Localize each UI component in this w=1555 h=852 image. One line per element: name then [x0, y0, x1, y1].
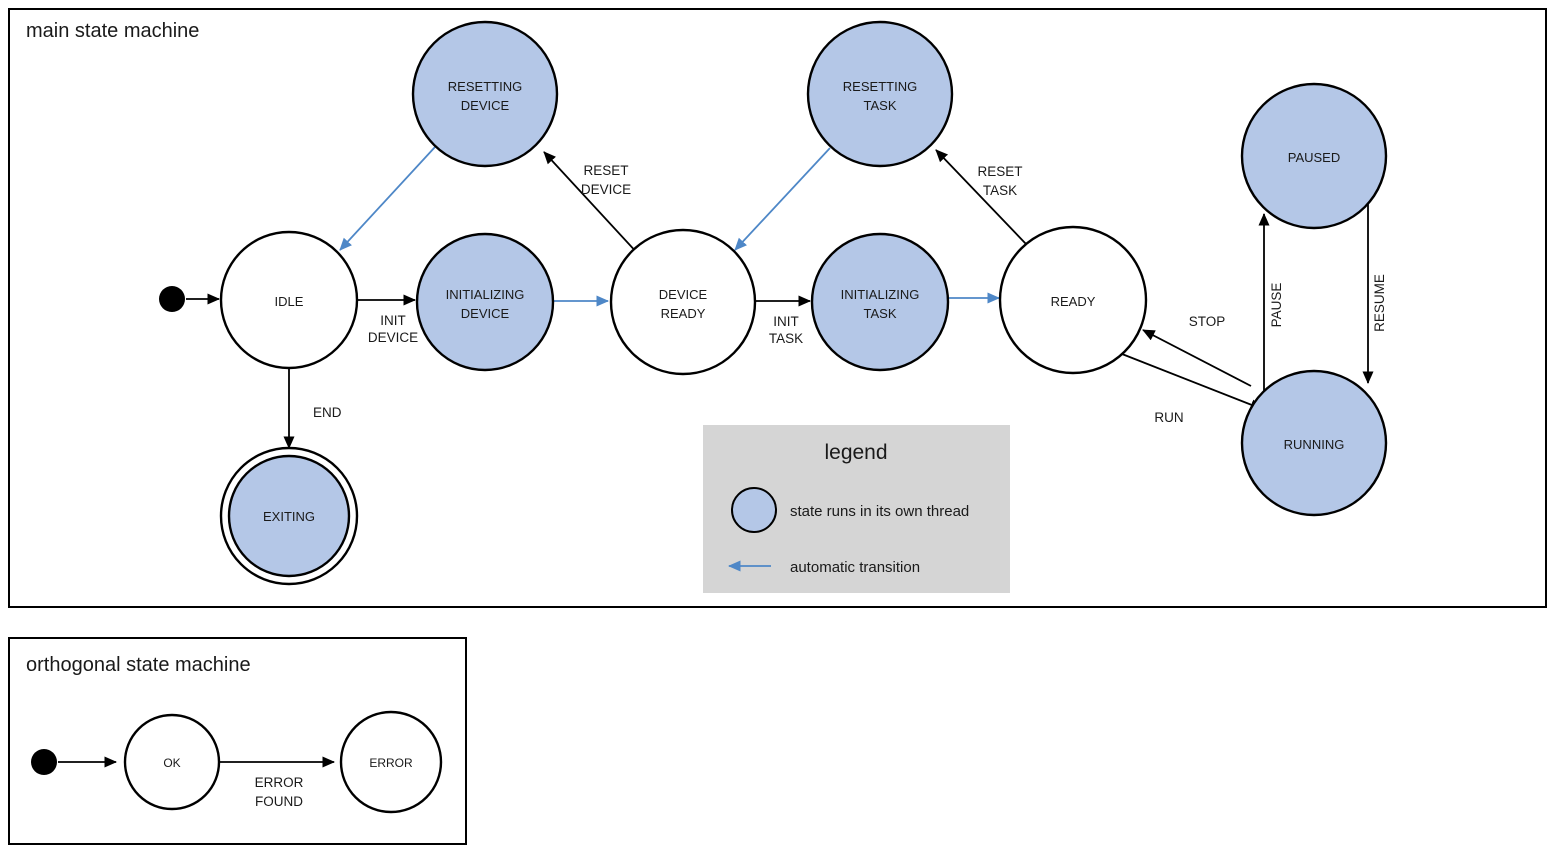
state-circle-device-ready[interactable] — [609, 228, 757, 376]
state-circle-ok[interactable] — [123, 713, 221, 811]
state-device-ready[interactable]: DEVICE READY — [609, 228, 757, 376]
state-idle[interactable]: IDLE — [219, 230, 359, 370]
transition-label-run: RUN — [1154, 410, 1183, 425]
state-running[interactable]: RUNNING — [1240, 369, 1388, 517]
transition-label-init-task-2: TASK — [769, 331, 803, 346]
transition-label-init-task-1: INIT — [773, 314, 799, 329]
state-label-resetting-device-2: DEVICE — [461, 98, 510, 113]
state-circle-initializing-task[interactable] — [810, 232, 950, 372]
state-ok[interactable]: OK — [123, 713, 221, 811]
state-circle-resetting-device[interactable] — [411, 20, 559, 168]
transition-device-ready-to-resetting-device[interactable] — [543, 151, 641, 257]
state-initializing-task[interactable]: INITIALIZING TASK — [810, 232, 950, 372]
state-circle-exiting[interactable] — [227, 454, 351, 578]
transition-label-stop: STOP — [1189, 314, 1226, 329]
initial-state-marker-main — [159, 286, 185, 312]
state-label-resetting-task-2: TASK — [864, 98, 897, 113]
state-label-initializing-device-1: INITIALIZING — [446, 287, 525, 302]
legend-title: legend — [824, 441, 887, 464]
legend-thread-state-icon — [731, 487, 777, 533]
main-transitions: INIT DEVICE RESET DEVICE END INIT TASK R… — [186, 146, 1387, 450]
legend-thread-state-label: state runs in its own thread — [790, 503, 969, 520]
state-label-initializing-task-2: TASK — [864, 306, 897, 321]
state-label-running: RUNNING — [1284, 437, 1345, 452]
transition-label-init-device-2: DEVICE — [368, 330, 418, 345]
state-exiting[interactable]: EXITING — [219, 446, 359, 586]
transition-label-error-found-1: ERROR — [255, 775, 304, 790]
state-circle-idle[interactable] — [219, 230, 359, 370]
transition-ready-to-resetting-task[interactable] — [935, 149, 1027, 245]
transition-running-to-ready[interactable] — [1142, 329, 1252, 387]
transition-label-error-found-2: FOUND — [255, 794, 303, 809]
state-circle-resetting-task[interactable] — [806, 20, 954, 168]
transition-label-end: END — [313, 405, 342, 420]
orthogonal-states: OK ERROR — [123, 710, 443, 814]
state-resetting-task[interactable]: RESETTING TASK — [806, 20, 954, 168]
state-circle-paused[interactable] — [1240, 82, 1388, 230]
state-circle-initializing-device[interactable] — [415, 232, 555, 372]
transition-label-reset-device-1: RESET — [583, 163, 628, 178]
transition-label-init-device-1: INIT — [380, 313, 406, 328]
transition-label-reset-task-1: RESET — [977, 164, 1022, 179]
main-states: RESETTING DEVICE RESETTING TASK PAUSED I… — [219, 20, 1388, 586]
state-ready[interactable]: READY — [998, 225, 1148, 375]
main-frame-title: main state machine — [26, 20, 199, 42]
state-label-device-ready-1: DEVICE — [659, 287, 708, 302]
transition-ready-to-running[interactable] — [1121, 353, 1263, 410]
transition-resetting-task-to-device-ready[interactable] — [734, 147, 831, 251]
orthogonal-transitions: ERROR FOUND — [58, 756, 336, 809]
state-initializing-device[interactable]: INITIALIZING DEVICE — [415, 232, 555, 372]
state-label-idle: IDLE — [275, 294, 304, 309]
transition-resetting-device-to-idle[interactable] — [339, 146, 436, 251]
legend-panel: legend state runs in its own thread auto… — [703, 425, 1010, 593]
state-error[interactable]: ERROR — [339, 710, 443, 814]
transition-label-resume: RESUME — [1372, 274, 1387, 332]
orthogonal-frame-title: orthogonal state machine — [26, 654, 251, 676]
state-label-initializing-device-2: DEVICE — [461, 306, 510, 321]
state-label-device-ready-2: READY — [661, 306, 706, 321]
state-label-paused: PAUSED — [1288, 150, 1341, 165]
state-label-resetting-task-1: RESETTING — [843, 79, 917, 94]
initial-state-marker-orthogonal — [31, 749, 57, 775]
transition-label-reset-device-2: DEVICE — [581, 182, 631, 197]
state-label-resetting-device-1: RESETTING — [448, 79, 522, 94]
state-label-error: ERROR — [369, 756, 413, 770]
transition-label-reset-task-2: TASK — [983, 183, 1017, 198]
state-circle-running[interactable] — [1240, 369, 1388, 517]
state-label-initializing-task-1: INITIALIZING — [841, 287, 920, 302]
state-label-exiting: EXITING — [263, 509, 315, 524]
transition-label-pause: PAUSE — [1269, 283, 1284, 328]
state-circle-ready[interactable] — [998, 225, 1148, 375]
state-circle-error[interactable] — [339, 710, 443, 814]
state-paused[interactable]: PAUSED — [1240, 82, 1388, 230]
legend-automatic-transition-label: automatic transition — [790, 559, 920, 576]
state-label-ok: OK — [163, 756, 180, 770]
state-label-ready: READY — [1051, 294, 1096, 309]
state-resetting-device[interactable]: RESETTING DEVICE — [411, 20, 559, 168]
